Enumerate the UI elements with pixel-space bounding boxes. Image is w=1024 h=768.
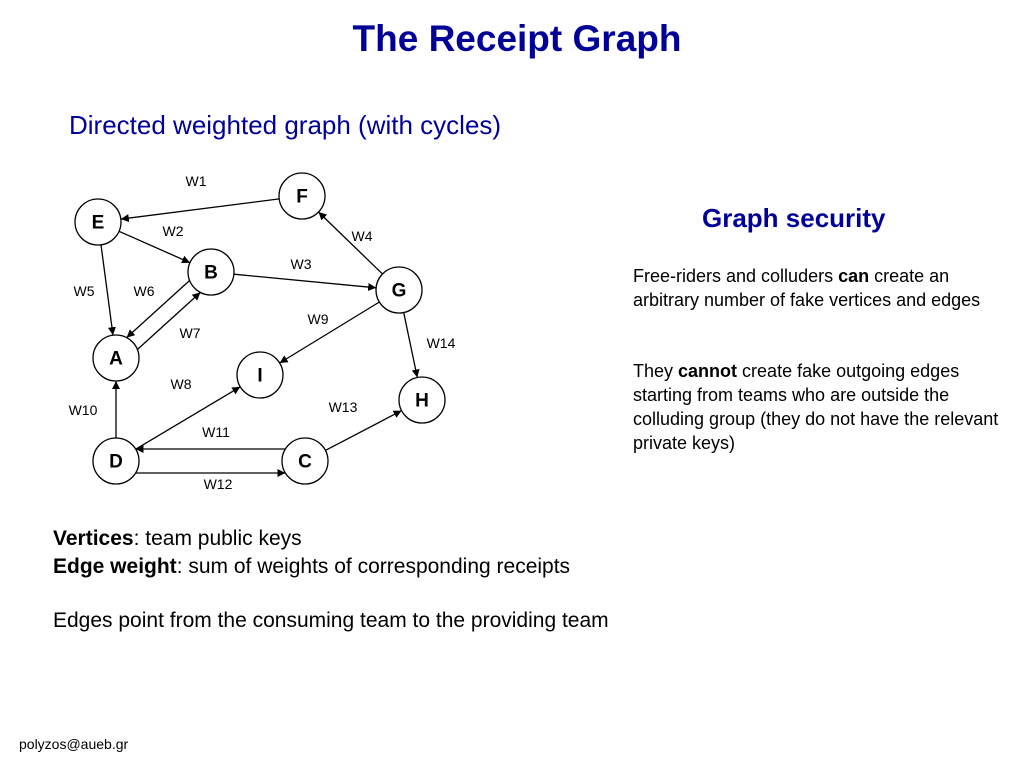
edge-weight-label: W11 [202, 424, 230, 440]
edge-b-to-g [233, 273, 377, 292]
edge-weight-label: W2 [163, 223, 184, 239]
graph-node-i: I [236, 351, 284, 399]
edge-g-to-f [318, 211, 383, 275]
node-circle [398, 376, 446, 424]
graph-edges [100, 198, 420, 477]
graph-node-g: G [375, 266, 423, 314]
edge-weight-label: W9 [308, 311, 329, 327]
graph-security-heading: Graph security [702, 203, 886, 233]
edge-f-to-e [120, 198, 280, 223]
edge-g-to-h [403, 312, 420, 378]
edge-b-to-a [126, 280, 191, 339]
graph-node-c: C [281, 437, 329, 485]
edge-a-to-b [136, 291, 201, 350]
edge-direction-note: Edges point from the consuming team to t… [53, 609, 609, 632]
cannot-emphasis: cannot [678, 361, 738, 381]
edge-weight-label: W7 [180, 325, 201, 341]
edge-weight-label: W12 [204, 476, 233, 492]
edge-weight-label: W5 [74, 283, 95, 299]
graph-node-f: F [278, 172, 326, 220]
edge-weight-label: W10 [69, 402, 98, 418]
edge-weight-description: : sum of weights of corresponding receip… [176, 555, 571, 578]
vertices-description: : team public keys [133, 527, 302, 550]
edge-e-to-b [118, 230, 191, 264]
node-circle [74, 198, 122, 246]
free-riders-text-after: create an arbitrary number of fake verti… [633, 266, 981, 310]
edge-weight-label: W13 [329, 399, 358, 415]
cannot-text-after: create fake outgoing edges starting from… [633, 361, 999, 453]
graph-node-e: E [74, 198, 122, 246]
edge-weight-label: W6 [134, 283, 155, 299]
node-label: B [204, 263, 218, 284]
node-label: E [92, 213, 105, 234]
graph-node-b: B [187, 248, 235, 296]
edge-weight-term: Edge weight [53, 555, 177, 578]
graph-node-d: D [92, 437, 140, 485]
node-label: I [257, 366, 262, 387]
node-label: G [392, 281, 407, 302]
node-circle [375, 266, 423, 314]
node-circle [92, 437, 140, 485]
edge-weight-label: W14 [427, 335, 456, 351]
node-label: H [415, 391, 429, 412]
node-label: C [298, 452, 312, 473]
graph-nodes: A B C D E F G H I [74, 172, 446, 485]
edge-weight-definition: Edge weight: sum of weights of correspon… [53, 555, 570, 579]
cannot-paragraph: They cannot create fake outgoing edges s… [633, 359, 1013, 455]
edge-weight-label: W1 [186, 173, 207, 189]
cannot-text-before: They [633, 361, 679, 381]
node-label: D [109, 452, 123, 473]
slide-subtitle: Directed weighted graph (with cycles) [69, 110, 502, 140]
graph-node-a: A [92, 334, 140, 382]
edge-weight-label: W4 [352, 228, 373, 244]
edge-weight-label: W3 [291, 256, 312, 272]
edge-e-to-a [100, 244, 116, 336]
free-riders-text-before: Free-riders and colluders [633, 266, 839, 286]
can-emphasis: can [838, 266, 870, 286]
node-circle [92, 334, 140, 382]
node-circle [187, 248, 235, 296]
node-label: A [109, 349, 123, 370]
vertices-term: Vertices [53, 527, 134, 550]
edge-g-to-i [279, 301, 380, 364]
node-circle [278, 172, 326, 220]
edge-weight-label: W8 [171, 376, 192, 392]
slide-title: The Receipt Graph [352, 18, 682, 59]
graph-node-h: H [398, 376, 446, 424]
node-label: F [296, 187, 308, 208]
footer-email: polyzos@aueb.gr [19, 736, 129, 752]
edge-d-to-i [135, 386, 241, 450]
node-circle [281, 437, 329, 485]
free-riders-paragraph: Free-riders and colluders can create an … [633, 264, 1013, 312]
vertices-definition: Vertices: team public keys [53, 527, 302, 551]
node-circle [236, 351, 284, 399]
edge-c-to-h [325, 410, 402, 451]
